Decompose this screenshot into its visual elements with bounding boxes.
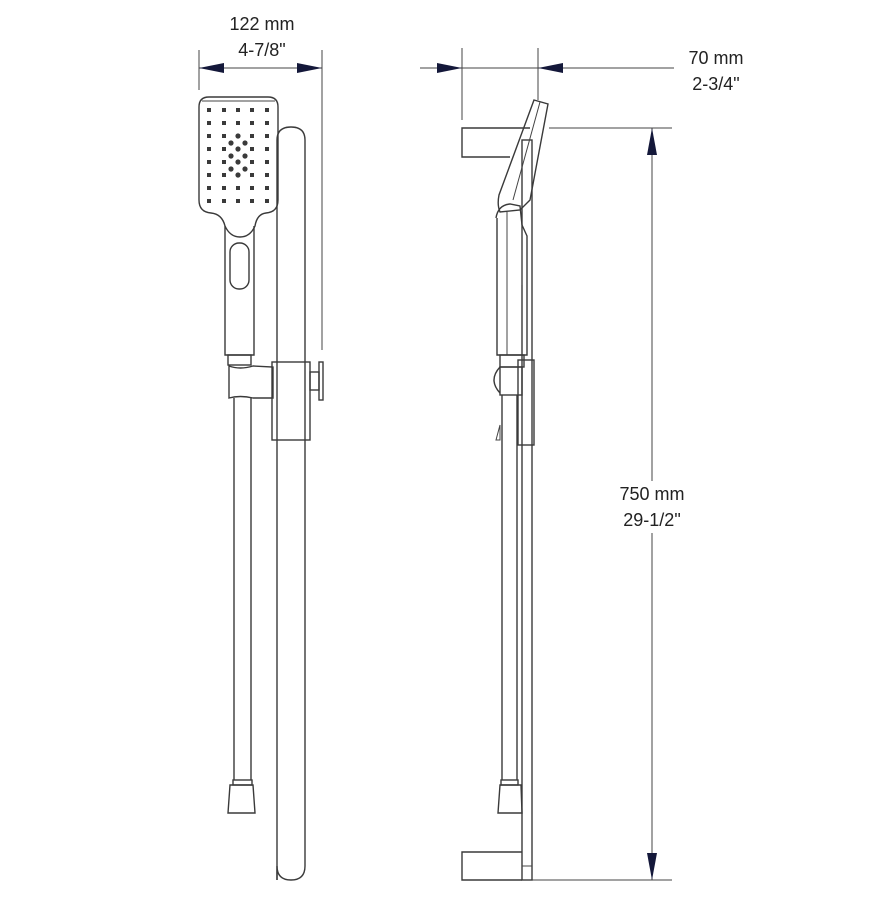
- hose-nut: [227, 784, 256, 814]
- slide-rail-side: [521, 139, 533, 881]
- nozzle: [207, 147, 211, 151]
- nozzle-round: [235, 159, 241, 165]
- nozzle-round: [228, 166, 234, 172]
- nozzle-round: [242, 140, 248, 146]
- handle-holder-side: [499, 366, 523, 396]
- nozzle: [207, 199, 211, 203]
- nozzle-round: [242, 166, 248, 172]
- handle-holder: [228, 365, 274, 399]
- nozzle: [265, 199, 269, 203]
- hose-nut-side: [497, 784, 523, 814]
- nozzle: [250, 147, 254, 151]
- nozzle: [207, 173, 211, 177]
- nozzle: [222, 173, 226, 177]
- nozzle: [207, 160, 211, 164]
- nozzle: [265, 147, 269, 151]
- nozzle: [250, 121, 254, 125]
- nozzle-round: [235, 172, 241, 178]
- nozzle: [250, 134, 254, 138]
- height-dimension-label: 750 mm 29-1/2": [607, 481, 697, 533]
- arrow-right-icon: [437, 63, 462, 73]
- nozzle: [207, 186, 211, 190]
- nozzle: [207, 108, 211, 112]
- hose-side: [501, 395, 518, 780]
- nozzle: [250, 160, 254, 164]
- nozzle: [250, 108, 254, 112]
- nozzle: [222, 147, 226, 151]
- width-dimension-label: 122 mm 4-7/8": [212, 11, 312, 63]
- arrow-down-icon: [647, 853, 657, 880]
- width-dimension: [198, 50, 323, 350]
- nozzle: [236, 186, 240, 190]
- nozzle: [265, 186, 269, 190]
- hand-shower-head: [198, 96, 279, 238]
- depth-dimension-label: 70 mm 2-3/4": [674, 45, 758, 97]
- nozzle: [222, 186, 226, 190]
- nozzle: [207, 134, 211, 138]
- depth-dimension: [420, 48, 680, 120]
- arrow-left-icon: [538, 63, 563, 73]
- width-metric: 122 mm: [229, 14, 295, 34]
- slider-block-side: [517, 359, 535, 446]
- nozzle-round: [228, 140, 234, 146]
- side-view: [420, 48, 680, 881]
- height-metric: 750 mm: [619, 484, 685, 504]
- nozzle-round: [242, 153, 248, 159]
- nozzle: [250, 186, 254, 190]
- nozzle-round: [235, 133, 241, 139]
- arrow-up-icon: [647, 128, 657, 155]
- nozzle: [207, 121, 211, 125]
- nozzle-round: [235, 146, 241, 152]
- nozzle: [236, 108, 240, 112]
- nozzle: [265, 173, 269, 177]
- nozzle: [222, 108, 226, 112]
- nozzle: [265, 108, 269, 112]
- nozzle: [222, 134, 226, 138]
- nozzle: [265, 134, 269, 138]
- nozzle: [250, 199, 254, 203]
- depth-metric: 70 mm: [688, 48, 744, 68]
- nozzle: [222, 160, 226, 164]
- nozzle: [236, 121, 240, 125]
- handle: [224, 226, 255, 356]
- nozzle: [222, 199, 226, 203]
- top-wall-bracket: [461, 127, 530, 158]
- nozzle: [236, 199, 240, 203]
- depth-imperial: 2-3/4": [692, 74, 740, 94]
- nozzle: [265, 121, 269, 125]
- nozzle: [222, 121, 226, 125]
- slider-block: [271, 361, 311, 441]
- nozzle: [265, 160, 269, 164]
- spray-nozzles: [207, 108, 269, 203]
- arrow-right-icon: [297, 63, 322, 73]
- slide-rail: [276, 126, 306, 881]
- slider-knob: [318, 361, 324, 401]
- height-imperial: 29-1/2": [623, 510, 681, 530]
- nozzle-round: [228, 153, 234, 159]
- arrow-left-icon: [199, 63, 224, 73]
- hand-shower-head-side: [497, 99, 549, 213]
- nozzle: [250, 173, 254, 177]
- front-view: [198, 50, 324, 881]
- hose: [233, 398, 252, 780]
- spray-button: [229, 242, 250, 290]
- bottom-wall-bracket: [461, 851, 522, 881]
- width-imperial: 4-7/8": [238, 40, 286, 60]
